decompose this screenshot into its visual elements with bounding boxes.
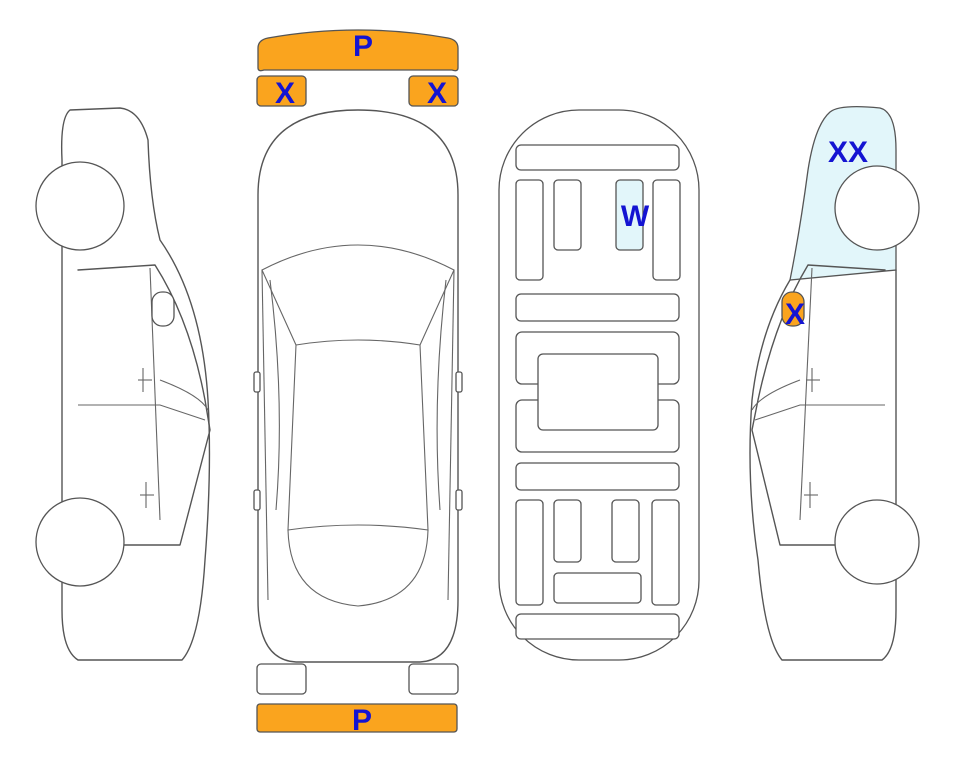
top-view-roof <box>287 344 429 531</box>
rear-bumper-panel <box>256 703 458 733</box>
rear-left-lamp-panel <box>256 663 307 695</box>
front-bumper-panel <box>257 29 459 72</box>
left-side-view <box>35 107 211 661</box>
right-side-fender-label: XX <box>828 136 868 169</box>
interior-dashboard <box>515 144 680 171</box>
right-side-mirror-panel <box>781 291 805 327</box>
front-right-lamp-label: X <box>427 77 447 110</box>
right-side-window-line <box>751 264 886 546</box>
interior-center-console <box>537 353 659 431</box>
left-side-window-line <box>77 264 211 546</box>
right-side-body-outline <box>749 269 897 661</box>
interior-front-left-seat <box>553 179 582 251</box>
left-side-mirror <box>151 291 175 327</box>
top-view-right-door-line <box>447 269 455 601</box>
top-view-left-mirror <box>253 371 261 393</box>
interior-view: W <box>498 109 700 661</box>
top-view-rear-window <box>287 529 429 607</box>
rear-bumper-label: P <box>352 704 372 737</box>
right-side-door-split <box>754 404 885 421</box>
interior-rear-right-seat <box>611 499 640 563</box>
top-view-left-door-line <box>261 269 269 601</box>
front-bumper-label: P <box>353 30 373 63</box>
left-side-inner-line <box>159 379 209 411</box>
front-left-lamp-panel <box>256 75 307 107</box>
interior-rear-left-seat <box>553 499 582 563</box>
left-side-front-wheel <box>35 161 125 251</box>
right-side-mirror-label: X <box>785 298 805 331</box>
interior-front-right-seat <box>615 179 644 251</box>
rear-right-lamp-panel <box>408 663 459 695</box>
top-view: P X X P <box>253 29 463 737</box>
right-side-view: XX X <box>749 106 920 661</box>
interior-trunk <box>515 613 680 640</box>
right-side-front-wheel <box>834 165 920 251</box>
interior-seat-label: W <box>621 200 650 233</box>
top-view-windshield <box>261 244 455 346</box>
left-side-body-outline <box>60 107 211 661</box>
left-side-rear-wheel <box>35 497 125 587</box>
front-right-lamp-panel <box>408 75 459 107</box>
top-view-right-mirror <box>455 371 463 393</box>
right-side-rear-wheel <box>834 499 920 585</box>
left-side-door-split <box>78 404 206 421</box>
front-left-lamp-label: X <box>275 77 295 110</box>
top-view-body-outline <box>257 109 459 663</box>
